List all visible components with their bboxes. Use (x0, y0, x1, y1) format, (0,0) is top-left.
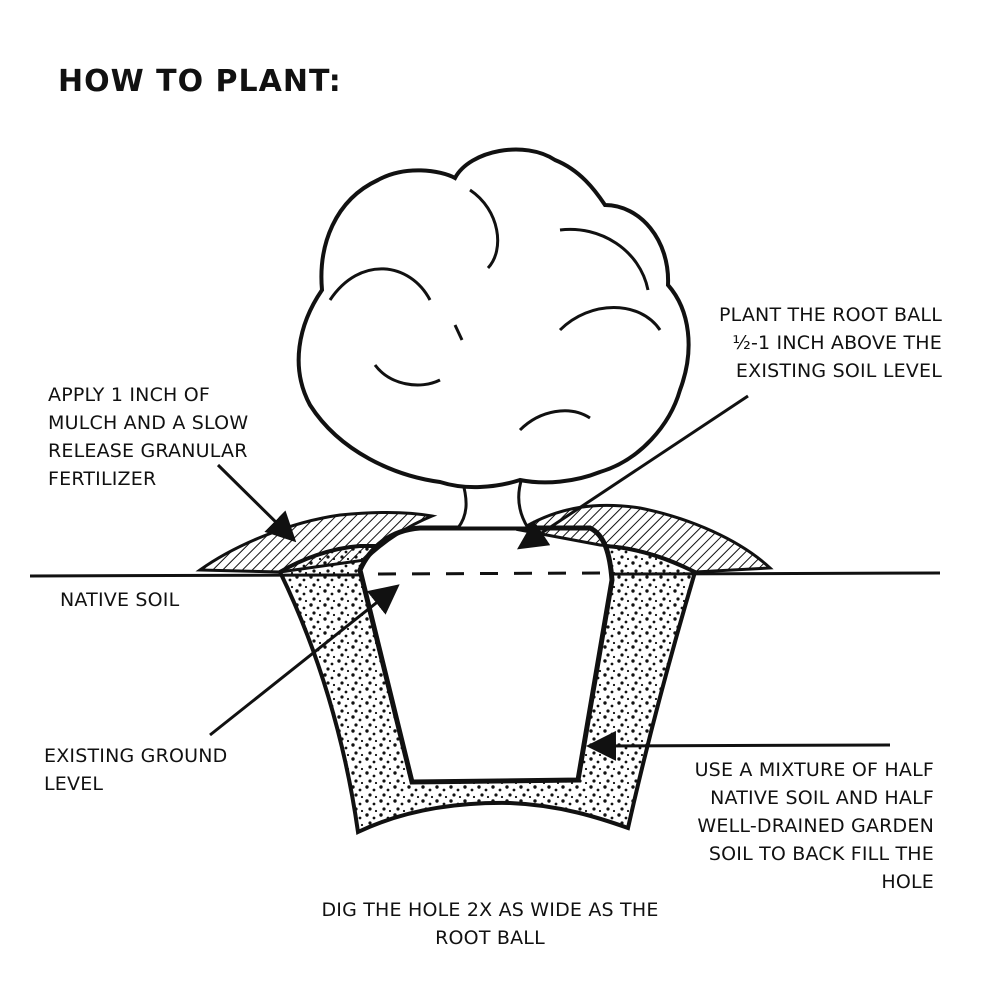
label-dig-hole: DIG THE HOLE 2X AS WIDE AS THE ROOT BALL (290, 896, 690, 952)
label-root-ball-line-2: ½-1 INCH ABOVE THE (732, 332, 942, 354)
label-root-ball: PLANT THE ROOT BALL ½-1 INCH ABOVE THE E… (719, 301, 942, 385)
label-ground-level: EXISTING GROUND LEVEL (44, 742, 228, 798)
label-backfill-line-3: WELL-DRAINED GARDEN (697, 815, 934, 837)
label-native-soil: NATIVE SOIL (60, 586, 179, 614)
label-backfill-line-1: USE A MIXTURE OF HALF (694, 759, 934, 781)
arrow-ground-level (209, 584, 400, 737)
arrow-mulch (216, 463, 297, 543)
label-mulch-line-4: FERTILIZER (48, 468, 157, 490)
tree-canopy (296, 147, 691, 490)
label-native-soil-line-1: NATIVE SOIL (60, 589, 180, 611)
tree-trunk (454, 477, 531, 530)
arrow-backfill (586, 730, 891, 761)
existing-ground-dashes (377, 571, 601, 576)
label-backfill: USE A MIXTURE OF HALF NATIVE SOIL AND HA… (695, 756, 934, 896)
label-ground-level-line-2: LEVEL (44, 773, 104, 795)
label-ground-level-line-1: EXISTING GROUND (44, 745, 228, 767)
mulch-left (195, 510, 438, 574)
label-backfill-line-4: SOIL TO BACK FILL THE (708, 843, 934, 865)
label-dig-hole-line-1: DIG THE HOLE 2X AS WIDE AS THE (321, 899, 659, 921)
label-backfill-line-2: NATIVE SOIL AND HALF (710, 787, 934, 809)
label-mulch-line-2: MULCH AND A SLOW (48, 412, 249, 434)
page-title: HOW TO PLANT: (58, 64, 342, 99)
label-mulch: APPLY 1 INCH OF MULCH AND A SLOW RELEASE… (48, 381, 248, 493)
arrow-root-ball (517, 394, 749, 550)
label-root-ball-line-1: PLANT THE ROOT BALL (718, 304, 942, 326)
label-dig-hole-line-2: ROOT BALL (435, 927, 545, 949)
label-backfill-line-5: HOLE (881, 871, 934, 893)
label-mulch-line-1: APPLY 1 INCH OF (48, 384, 211, 406)
label-root-ball-line-3: EXISTING SOIL LEVEL (735, 360, 942, 382)
label-mulch-line-3: RELEASE GRANULAR (48, 440, 248, 462)
